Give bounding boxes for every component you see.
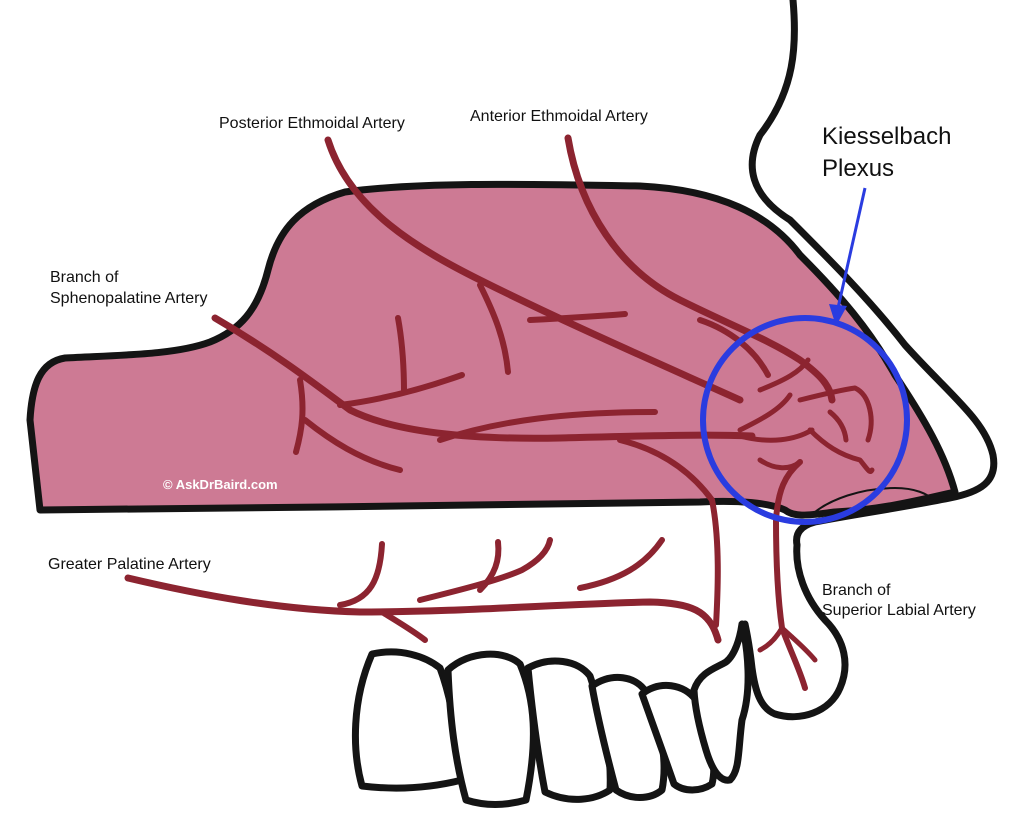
greater-palatine-branch-1 (337, 541, 385, 608)
nose-profile-outline (748, 0, 998, 549)
greater-palatine-branch-5 (379, 609, 428, 643)
kiesselbach-pointer-line (836, 187, 867, 309)
superior-labial-artery-vessel (773, 459, 808, 691)
sphenopalatine-branch-6 (617, 437, 721, 628)
kiesselbach-highlight-circle (700, 315, 910, 525)
label-kiesselbach-line-2: Plexus (822, 155, 894, 182)
tooth-6 (690, 620, 752, 784)
anterior-ethmoidal-artery-vessel (564, 134, 836, 404)
posterior-ethmoidal-branch-1 (477, 282, 511, 375)
tooth-3 (524, 657, 614, 803)
sphenopalatine-branch-2 (302, 417, 403, 473)
label-greater-palatine-artery: Greater Palatine Artery (48, 556, 211, 573)
superior-labial-branch-1 (757, 625, 785, 653)
superior-labial-branch-2 (779, 625, 818, 663)
artery-network (124, 134, 875, 691)
nostril-line (814, 486, 934, 513)
plexus-vessel-4 (797, 385, 874, 443)
sphenopalatine-branch-5 (437, 409, 658, 443)
posterior-ethmoidal-artery-vessel (324, 136, 744, 404)
kiesselbach-pointer-arrowhead (829, 304, 847, 326)
label-kiesselbach-line-1: Kiesselbach (822, 123, 951, 150)
greater-palatine-artery-vessel (124, 574, 722, 644)
watermark-text: © AskDrBaird.com (163, 477, 278, 492)
tooth-2 (444, 650, 537, 808)
label-sphenopalatine-line-1: Branch of (50, 269, 119, 286)
plexus-vessel-3 (757, 357, 811, 393)
plexus-vessel-6 (827, 409, 849, 443)
label-sphenopalatine-line-2: Sphenopalatine Artery (50, 290, 207, 307)
label-posterior-ethmoidal-artery: Posterior Ethmoidal Artery (219, 115, 405, 132)
sphenopalatine-branch-1 (293, 377, 306, 455)
plexus-vessel-2 (737, 427, 815, 443)
plexus-vessel-5 (807, 427, 875, 475)
sphenopalatine-branch-4 (395, 315, 407, 395)
sphenopalatine-branch-3 (337, 372, 465, 408)
label-superior-labial-line-1: Branch of (822, 582, 891, 599)
posterior-ethmoidal-branch-2 (527, 311, 628, 323)
greater-palatine-branch-4 (577, 537, 665, 591)
greater-palatine-branch-3 (477, 539, 502, 593)
label-superior-labial-line-2: Superior Labial Artery (822, 602, 976, 619)
upper-lip-outline (741, 541, 849, 721)
label-anterior-ethmoidal-artery: Anterior Ethmoidal Artery (470, 108, 648, 125)
plexus-vessel-1 (737, 392, 793, 433)
teeth-group (351, 620, 752, 808)
nasal-septum-region (26, 180, 959, 519)
sphenopalatine-artery-vessel (211, 314, 756, 442)
tooth-1 (351, 648, 466, 792)
greater-palatine-branch-2 (417, 537, 553, 603)
